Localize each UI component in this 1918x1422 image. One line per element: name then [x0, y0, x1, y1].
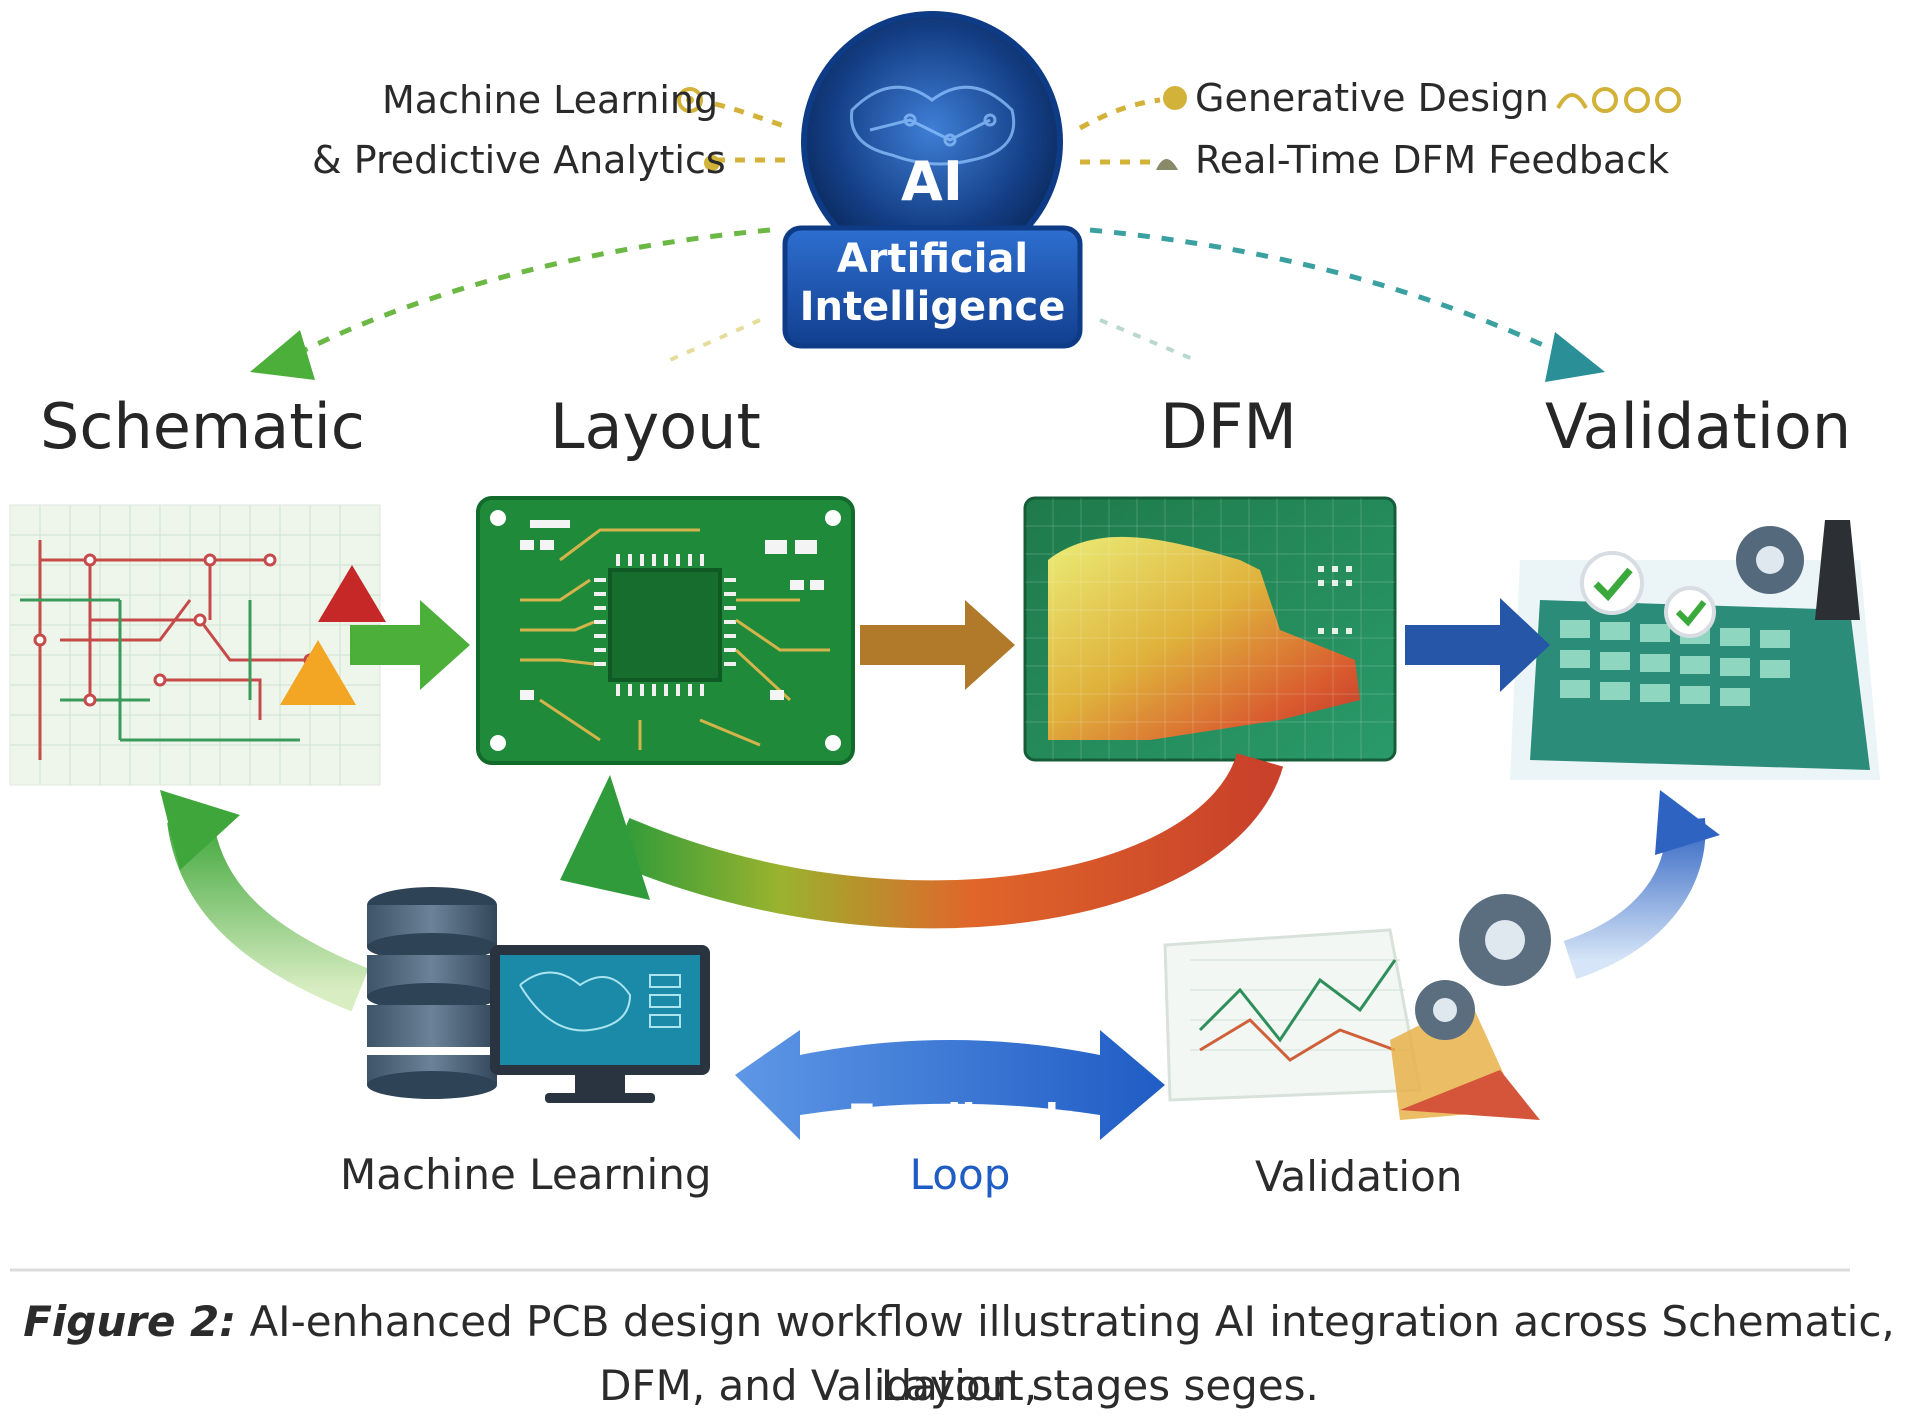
probe-icon [1815, 520, 1860, 620]
analytics-node-icon [704, 155, 720, 171]
capability-predictive-analytics: & Predictive Analytics [312, 138, 726, 182]
schematic-diagram [9, 504, 386, 786]
stage-title-schematic: Schematic [40, 390, 365, 463]
ai-title-line2: Intelligence [799, 284, 1066, 330]
figure-caption-line2: DFM, and Validation stages seges. [599, 1361, 1319, 1410]
validation-dashboard [1510, 520, 1880, 780]
stage-title-layout: Layout [550, 390, 761, 463]
label-validation-bottom: Validation [1255, 1152, 1463, 1201]
stage-title-dfm: DFM [1160, 390, 1297, 463]
check-icon [1664, 586, 1716, 638]
capability-machine-learning: Machine Learning [382, 78, 719, 122]
ai-badge [782, 11, 1083, 349]
ai-connector-lines [714, 97, 1161, 165]
check-icon [1580, 551, 1644, 615]
monitor-icon [490, 945, 710, 1103]
pcb-board [476, 496, 855, 765]
generative-design-glyphs [1556, 87, 1681, 113]
database-server-icon [367, 887, 497, 1099]
error-warning-icon [318, 565, 386, 622]
feedback-label-line2: Loop [909, 1150, 1011, 1199]
dfm-heatmap [1023, 496, 1397, 762]
stage-title-validation: Validation [1545, 390, 1852, 463]
dfm-node-icon [1156, 159, 1178, 170]
figure-label: Figure 2: [23, 1297, 237, 1346]
ml-node-icon [677, 87, 703, 113]
figure-caption: Figure 2: AI-enhanced PCB design workflo… [0, 1290, 1918, 1418]
ai-title-line1: Artificial [836, 236, 1029, 282]
schematic-to-layout-arrow [350, 600, 470, 690]
gear-icon [1736, 526, 1804, 594]
validation-chart [1163, 928, 1540, 1120]
gear-icon [1415, 894, 1551, 1040]
dfm-to-validation-arrow [1405, 598, 1550, 692]
capability-generative-design: Generative Design [1195, 76, 1549, 120]
feedback-loop-arrow [735, 1030, 1165, 1140]
generative-node-icon [1163, 86, 1187, 110]
ai-short-label: AI [901, 150, 963, 213]
dfm-to-layout-arc [610, 752, 1284, 929]
label-machine-learning: Machine Learning [340, 1150, 712, 1199]
ai-to-schematic-arrow [283, 227, 771, 363]
caption-text-line1: AI-enhanced PCB design workflow illustra… [236, 1297, 1895, 1410]
capability-realtime-dfm: Real-Time DFM Feedback [1195, 138, 1670, 182]
ml-to-schematic-arc [167, 816, 369, 1012]
caution-warning-icon [280, 640, 356, 705]
layout-to-dfm-arrow [860, 600, 1015, 690]
feedback-label-line1: Feedback [847, 1095, 1073, 1144]
ai-to-validation-arrow [1089, 227, 1577, 363]
